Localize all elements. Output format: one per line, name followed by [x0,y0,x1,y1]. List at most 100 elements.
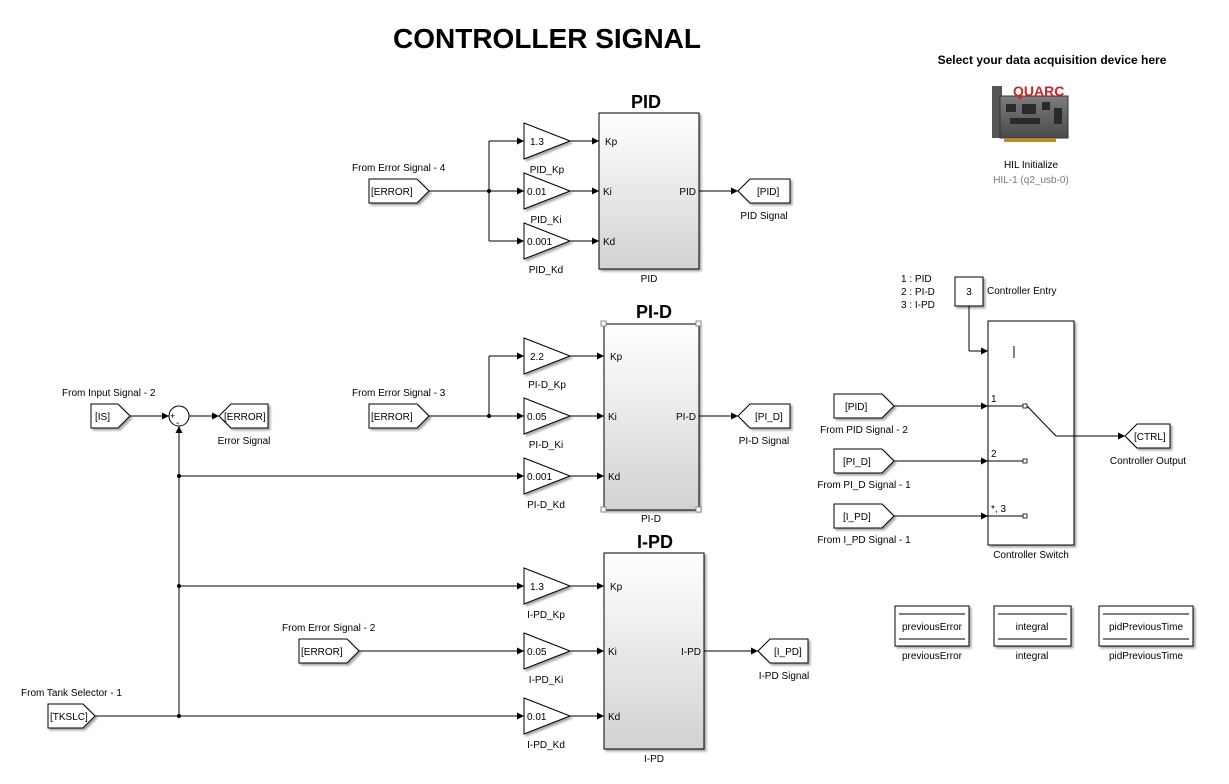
gain-i-pd-kd[interactable]: 0.01 [523,697,572,735]
controller-switch-label: Controller Switch [993,550,1069,561]
gain-i-pd-kd-label: I-PD_Kd [527,740,565,751]
memory-previous-error[interactable]: previousError [894,605,970,647]
hil-initialize-block[interactable]: QUARC HIL Initialize HIL-1 (q2_usb-0) [992,83,1069,186]
from-pid-signal-2[interactable]: [PID] [833,393,895,419]
gain-value: 0.05 [527,412,547,423]
gain-pid-kp[interactable]: 1.3 [523,122,572,160]
controller-entry-constant[interactable]: 3 [954,276,984,307]
gain-value: 1.3 [530,137,544,148]
from-i-pd-signal-1[interactable]: [I_PD] [833,503,895,529]
gain-pid-kd-label: PID_Kd [529,265,563,276]
goto-controller-output[interactable]: [CTRL] [1124,423,1171,449]
signal-wires [95,137,1125,720]
i-pd-heading: I-PD [637,532,673,552]
from-pid-signal-2-label: From PID Signal - 2 [820,425,908,436]
from-input-signal-2-label: From Input Signal - 2 [62,388,156,399]
controller-switch[interactable]: 1 2 *, 3 [987,320,1075,546]
from-tag: [PI_D] [843,457,871,468]
entry-option-1: 1 : PID [901,274,932,285]
gain-pi-d-kp[interactable]: 2.2 [523,337,572,375]
entry-option-3: 3 : I-PD [901,300,935,311]
entry-option-2: 2 : PI-D [901,287,935,298]
pid-port-out: PID [679,187,696,198]
from-pi-d-signal-1[interactable]: [PI_D] [833,448,895,474]
goto-pi-d-signal-label: PI-D Signal [739,436,790,447]
gain-i-pd-ki[interactable]: 0.05 [523,632,572,670]
goto-i-pd-signal[interactable]: [I_PD] [757,638,809,664]
gain-pi-d-ki-label: PI-D_Ki [529,440,563,451]
selection-handles [600,320,702,513]
gain-value: 2.2 [530,352,544,363]
goto-tag: [CTRL] [1134,432,1166,443]
pid-port-kp: Kp [605,137,618,148]
sum-block[interactable]: + - [168,405,190,429]
pid-port-ki: Ki [603,187,612,198]
goto-error-signal-label: Error Signal [218,436,271,447]
pi-d-subsystem-name: PI-D [641,514,661,525]
gain-i-pd-kp[interactable]: 1.3 [523,567,572,605]
pi-d-port-kp: Kp [610,352,623,363]
memory-label: previousError [902,622,963,633]
gain-pi-d-kd-label: PI-D_Kd [527,500,565,511]
from-tag: [ERROR] [301,647,343,658]
goto-tag: [ERROR] [224,412,266,423]
daq-select-text: Select your data acquisition device here [938,53,1167,67]
memory-integral[interactable]: integral [993,605,1072,647]
from-tag: [PID] [845,402,867,413]
gain-i-pd-ki-label: I-PD_Ki [529,675,563,686]
goto-tag: [PI_D] [755,412,783,423]
sum-minus: - [176,418,179,429]
from-pi-d-signal-1-label: From PI_D Signal - 1 [817,480,911,491]
from-error-signal-2[interactable]: [ERROR] [298,638,360,664]
entry-value: 3 [966,287,972,298]
from-error-signal-4[interactable]: [ERROR] [368,178,430,204]
i-pd-subsystem-name: I-PD [644,754,664,765]
i-pd-port-ki: Ki [608,647,617,658]
gain-pi-d-kd[interactable]: 0.001 [523,457,572,495]
goto-pid-signal-label: PID Signal [740,211,787,222]
goto-pid-signal[interactable]: [PID] [737,178,791,204]
gain-pid-kd[interactable]: 0.001 [523,222,572,260]
goto-pi-d-signal[interactable]: [PI_D] [737,403,791,429]
memory-label: integral [1016,622,1049,633]
controller-entry-label: Controller Entry [987,286,1056,297]
goto-controller-output-label: Controller Output [1110,456,1186,467]
from-tank-selector-1[interactable]: [TKSLC] [47,703,96,729]
gain-value: 0.01 [527,712,547,723]
switch-port-1: 1 [991,394,997,405]
memory-previous-error-name: previousError [902,651,963,662]
from-tag: [ERROR] [371,187,413,198]
from-tag: [IS] [95,412,110,423]
gain-pid-kp-label: PID_Kp [530,165,565,176]
gain-pi-d-ki[interactable]: 0.05 [523,397,572,435]
pi-d-subsystem[interactable]: Kp Ki Kd PI-D [600,320,702,513]
gain-value: 1.3 [530,582,544,593]
gain-pid-ki[interactable]: 0.01 [523,172,572,210]
pi-d-heading: PI-D [636,302,672,322]
memory-label: pidPreviousTime [1109,622,1184,633]
gain-value: 0.001 [527,237,552,248]
from-error-signal-3[interactable]: [ERROR] [368,403,430,429]
gain-pid-ki-label: PID_Ki [530,215,561,226]
memory-pid-previous-time[interactable]: pidPreviousTime [1098,605,1194,647]
sum-plus: + [170,411,175,421]
from-tank-selector-1-label: From Tank Selector - 1 [21,688,122,699]
gain-value: 0.01 [527,187,547,198]
switch-port-2: 2 [991,449,997,460]
hil-block-detail: HIL-1 (q2_usb-0) [993,175,1069,186]
i-pd-subsystem[interactable]: Kp Ki Kd I-PD [603,552,705,750]
memory-pid-previous-time-name: pidPreviousTime [1109,651,1184,662]
goto-error-signal[interactable]: [ERROR] [218,403,269,429]
pi-d-port-kd: Kd [608,472,620,483]
gain-pi-d-kp-label: PI-D_Kp [528,380,566,391]
from-error-signal-4-label: From Error Signal - 4 [352,163,446,174]
from-tag: [I_PD] [843,512,871,523]
i-pd-port-kp: Kp [610,582,623,593]
quarc-logo: QUARC [1013,83,1064,99]
goto-tag: [I_PD] [774,647,802,658]
page-title: CONTROLLER SIGNAL [393,23,701,54]
gain-value: 0.05 [527,647,547,658]
pid-subsystem[interactable]: Kp Ki Kd PID [598,112,700,270]
hil-block-name: HIL Initialize [1004,160,1059,171]
from-input-signal-2[interactable]: [IS] [90,403,131,429]
